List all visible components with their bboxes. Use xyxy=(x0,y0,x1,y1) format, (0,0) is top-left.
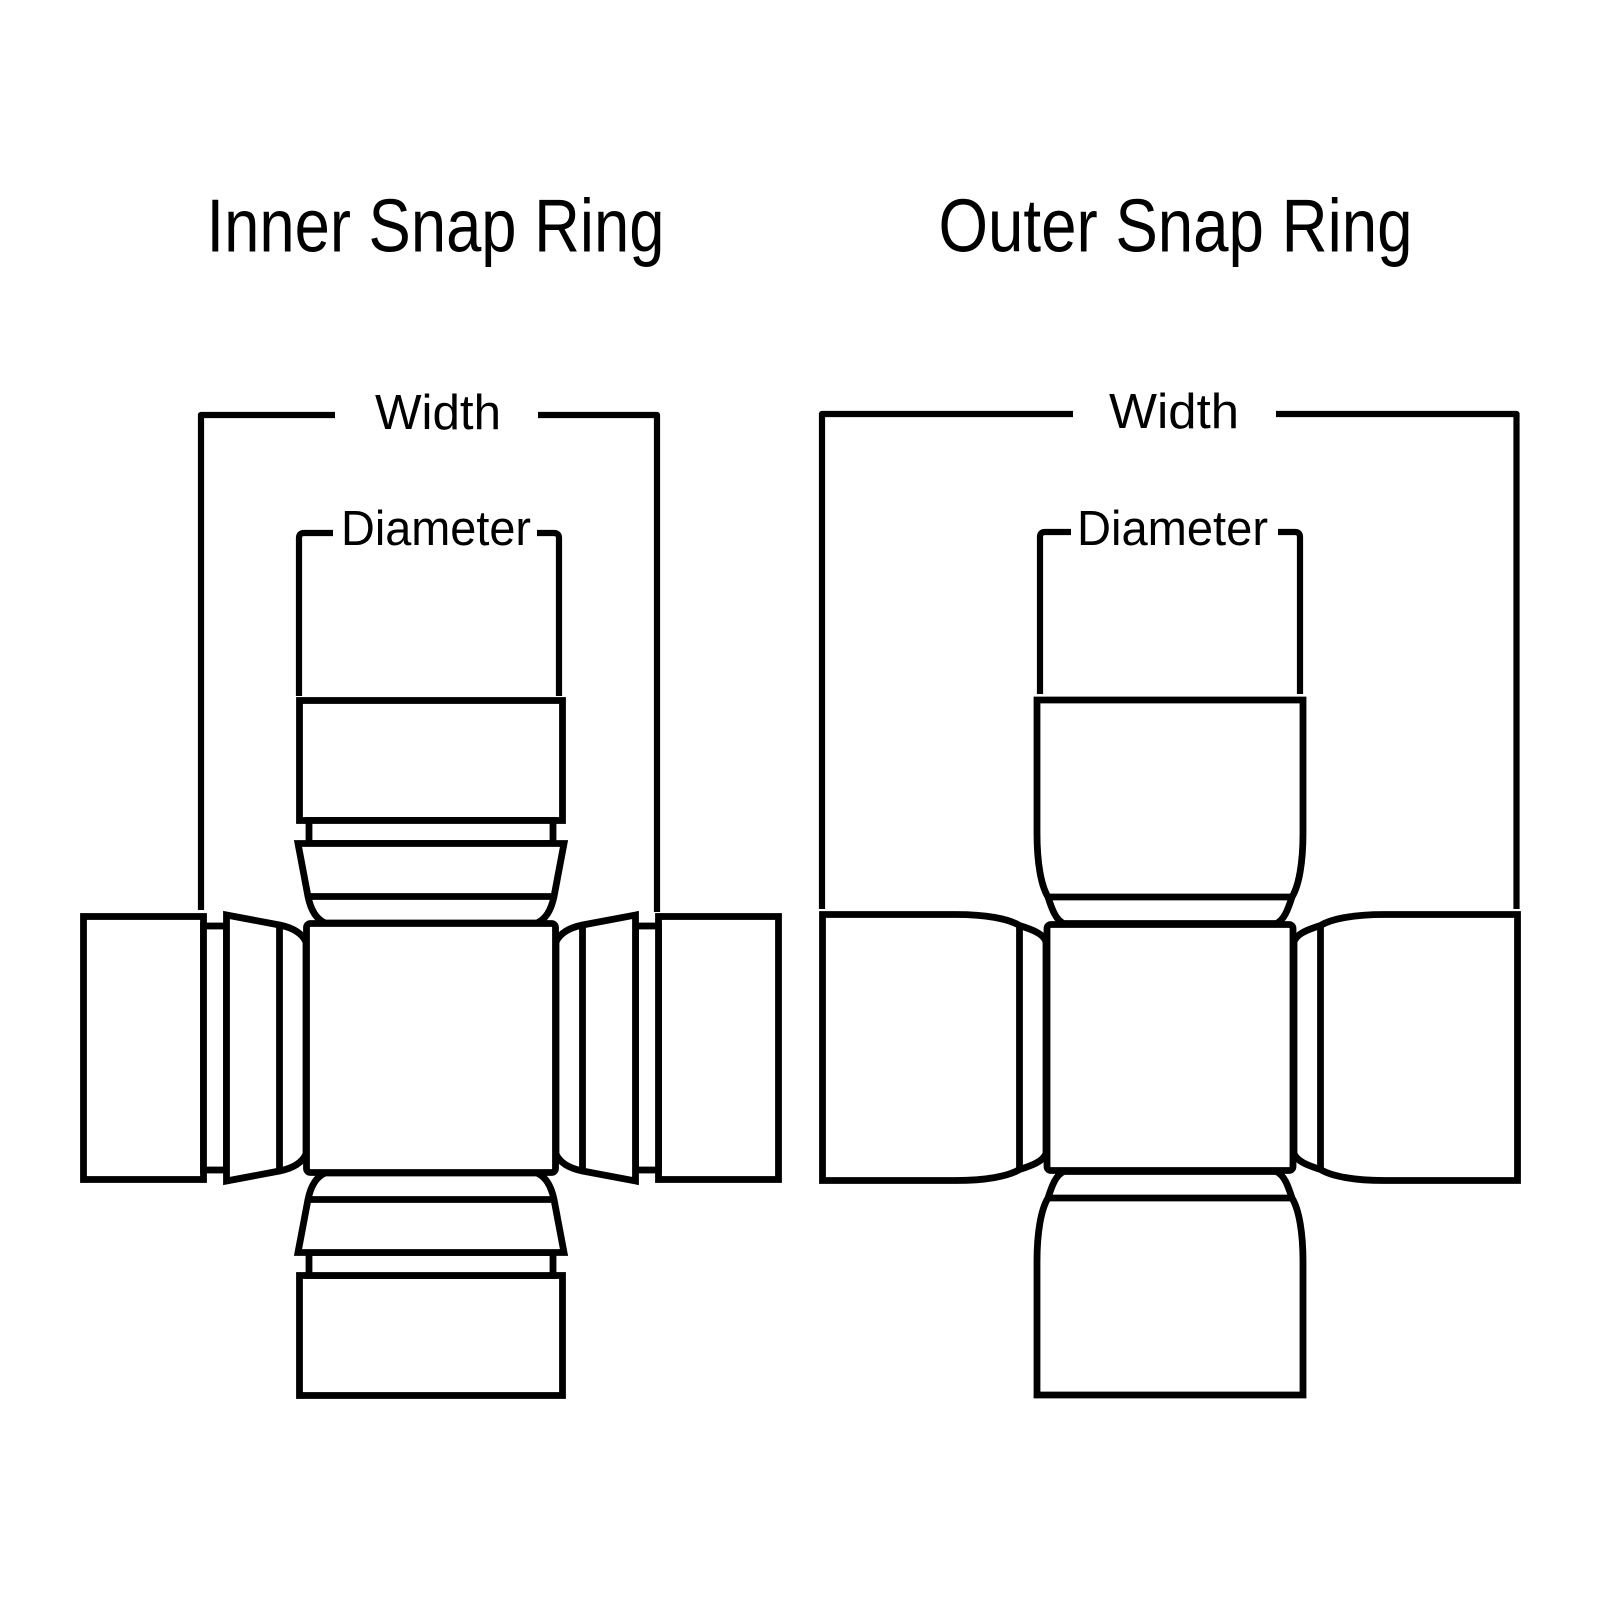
svg-text:Width: Width xyxy=(1109,385,1239,439)
svg-text:Diameter: Diameter xyxy=(1077,502,1268,556)
svg-text:Inner Snap Ring: Inner Snap Ring xyxy=(207,184,665,268)
svg-text:Diameter: Diameter xyxy=(341,502,531,556)
svg-text:Outer Snap Ring: Outer Snap Ring xyxy=(939,184,1413,268)
svg-text:Width: Width xyxy=(375,386,501,440)
